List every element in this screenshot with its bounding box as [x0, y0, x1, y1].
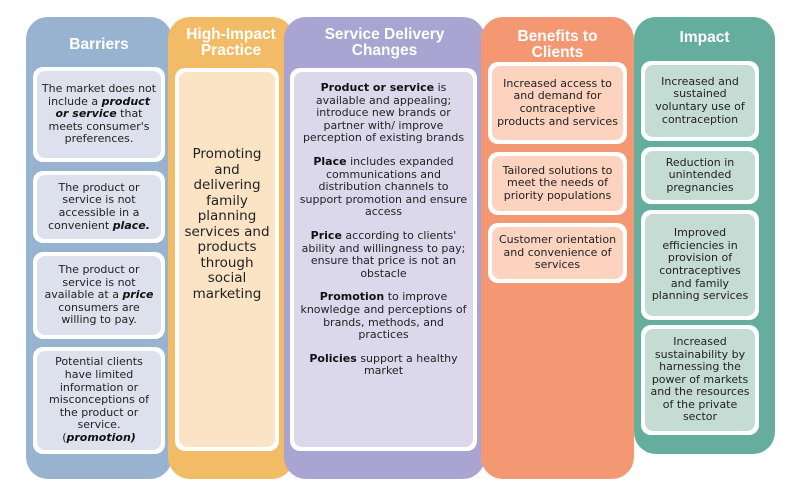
- barrier-text: Potential clients have limited informati…: [37, 351, 161, 450]
- barrier-card: The product or service is not accessible…: [33, 171, 165, 243]
- benefits-to-clients-column: Benefits to Clients Increased access to …: [481, 17, 634, 479]
- benefit-card: Customer orientation and convenience of …: [488, 223, 627, 283]
- service-change-item: Product or service is available and appe…: [302, 81, 465, 145]
- benefit-text: Tailored solutions to meet the needs of …: [492, 156, 623, 211]
- impact-card: Increased sustainability by harnessing t…: [641, 325, 759, 435]
- barrier-text: The product or service is not accessible…: [37, 175, 161, 239]
- benefit-text: Customer orientation and convenience of …: [492, 227, 623, 279]
- impact-card: Improved efficiencies in provision of co…: [641, 210, 759, 320]
- barrier-text: The market does not include a product or…: [37, 71, 161, 158]
- impact-text: Reduction in unintended pregnancies: [645, 151, 755, 200]
- barrier-text: The product or service is not available …: [37, 256, 161, 335]
- service-delivery-changes-column: Service Delivery Changes Product or serv…: [284, 17, 485, 479]
- barrier-card: The product or service is not available …: [33, 252, 165, 339]
- service-delivery-changes-card: Product or service is available and appe…: [290, 68, 477, 451]
- high-impact-practice-title: High-Impact Practice: [186, 26, 276, 59]
- high-impact-practice-card: Promoting and delivering family planning…: [175, 68, 279, 451]
- service-change-item: Price according to clients' ability and …: [301, 228, 466, 280]
- high-impact-practice-column: High-Impact Practice Promoting and deliv…: [168, 17, 294, 479]
- benefit-card: Tailored solutions to meet the needs of …: [488, 152, 627, 215]
- benefit-card: Increased access to and demand for contr…: [488, 62, 627, 144]
- benefit-text: Increased access to and demand for contr…: [492, 66, 623, 140]
- impact-text: Increased sustainability by harnessing t…: [645, 329, 755, 431]
- barrier-card: Potential clients have limited informati…: [33, 347, 165, 454]
- impact-text: Improved efficiencies in provision of co…: [645, 214, 755, 316]
- service-delivery-changes-list: Product or service is available and appe…: [294, 72, 473, 447]
- barriers-title: Barriers: [69, 36, 129, 53]
- impact-card: Reduction in unintended pregnancies: [641, 147, 759, 204]
- service-change-item: Policies support a healthy market: [309, 351, 458, 378]
- high-impact-practice-text: Promoting and delivering family planning…: [179, 72, 275, 447]
- service-change-item: Promotion to improve knowledge and perce…: [300, 290, 467, 342]
- impact-title: Impact: [679, 29, 730, 46]
- service-delivery-changes-title: Service Delivery Changes: [324, 26, 445, 59]
- barriers-column: Barriers The market does not include a p…: [26, 17, 172, 479]
- service-change-item: Place includes expanded communications a…: [299, 154, 468, 219]
- barrier-card: The market does not include a product or…: [33, 67, 165, 162]
- impact-column: Impact Increased and sustained voluntary…: [634, 17, 775, 454]
- benefits-to-clients-title: Benefits to Clients: [517, 28, 598, 61]
- impact-text: Increased and sustained voluntary use of…: [645, 65, 755, 137]
- impact-card: Increased and sustained voluntary use of…: [641, 61, 759, 141]
